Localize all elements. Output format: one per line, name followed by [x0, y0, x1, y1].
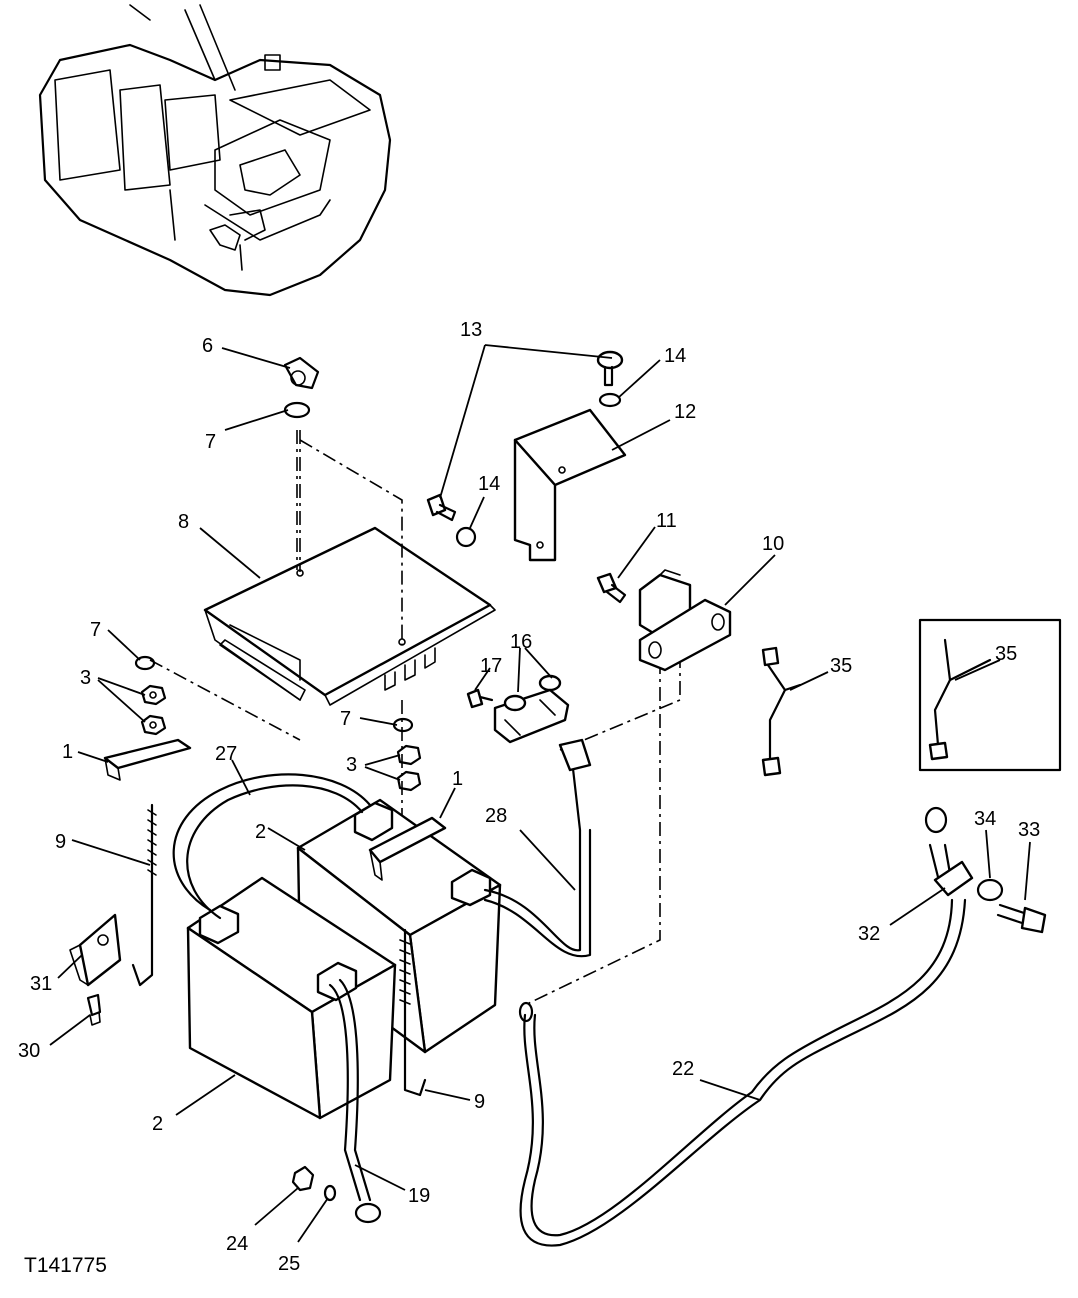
j-bolt-9-left: [131, 803, 157, 987]
callout-2-front: 2: [152, 1113, 163, 1135]
callout-9-left: 9: [55, 831, 66, 853]
callout-3-left: 3: [80, 667, 91, 689]
terminal-cap-rear-2: [450, 868, 492, 907]
callout-labels: 6 7 8 7 3 1 9 31 30 27 2 2 7 3 1 28 9 19…: [18, 319, 1040, 1275]
washer-14-left: [455, 526, 477, 548]
cable-27: [172, 773, 372, 912]
callout-7-left: 7: [90, 619, 101, 641]
callout-3-right: 3: [346, 754, 357, 776]
callout-7-right: 7: [340, 708, 351, 730]
hold-down-bracket-1-left: [103, 738, 192, 781]
figure-code: T141775: [24, 1254, 107, 1277]
wiring-harness-35: [761, 646, 802, 777]
cable-28-end: [558, 738, 592, 772]
screw-17: [466, 688, 494, 709]
callout-33: 33: [1018, 819, 1040, 841]
washer-14-top: [598, 392, 622, 408]
callout-9-right: 9: [474, 1091, 485, 1113]
callout-8: 8: [178, 511, 189, 533]
callout-14-top: 14: [664, 345, 686, 367]
bracket-31: [69, 913, 122, 987]
callout-1-left: 1: [62, 741, 73, 763]
bolt-30: [86, 993, 102, 1026]
washer-7-left: [134, 655, 156, 671]
callout-2-rear: 2: [255, 821, 266, 843]
callout-35-inset: 35: [995, 643, 1017, 665]
callout-12: 12: [674, 401, 696, 423]
callout-35: 35: [830, 655, 852, 677]
nuts-3-right: [396, 744, 422, 792]
terminal-cap-front-1: [198, 904, 240, 945]
cable-28: [483, 758, 582, 952]
nut-24: [291, 1165, 315, 1192]
bolt-11: [596, 572, 627, 604]
callout-34: 34: [974, 808, 996, 830]
battery-cover-8: [203, 526, 496, 706]
callout-19: 19: [408, 1185, 430, 1207]
callout-22: 22: [672, 1058, 694, 1080]
callout-25: 25: [278, 1253, 300, 1275]
callout-7-top: 7: [205, 431, 216, 453]
inset-detail: [918, 618, 1062, 772]
callout-1-right: 1: [452, 768, 463, 790]
callout-32: 32: [858, 923, 880, 945]
bracket-12: [513, 408, 627, 562]
callout-27: 27: [215, 743, 237, 765]
callout-17: 17: [480, 655, 502, 677]
washer-25: [323, 1184, 337, 1202]
callout-14-left: 14: [478, 473, 500, 495]
wing-nut-6: [283, 356, 320, 390]
j-bolt-9-right: [399, 928, 427, 1097]
callout-28: 28: [485, 805, 507, 827]
terminal-cap-rear-1: [353, 801, 394, 842]
callout-31: 31: [30, 973, 52, 995]
hold-down-bracket-1-right: [368, 816, 447, 881]
callout-11: 11: [656, 510, 677, 532]
bolt-33: [996, 903, 1047, 934]
callout-30: 30: [18, 1040, 40, 1062]
nuts-3-left: [140, 684, 167, 736]
callout-10: 10: [762, 533, 784, 555]
washer-7-top: [283, 401, 311, 419]
excavator-overview: [38, 4, 392, 297]
callout-16: 16: [510, 631, 532, 653]
ground-cable-22: [518, 806, 974, 1247]
callout-13: 13: [460, 319, 482, 341]
washer-34: [976, 878, 1004, 902]
callout-24: 24: [226, 1233, 248, 1255]
bolt-13-left: [426, 493, 457, 522]
terminal-assembly-16: [493, 674, 570, 744]
bolt-13-top: [596, 350, 624, 387]
leader-lines: [49, 344, 1031, 1243]
relay-10: [638, 569, 732, 672]
cable-19: [328, 983, 362, 1202]
callout-6: 6: [202, 335, 213, 357]
